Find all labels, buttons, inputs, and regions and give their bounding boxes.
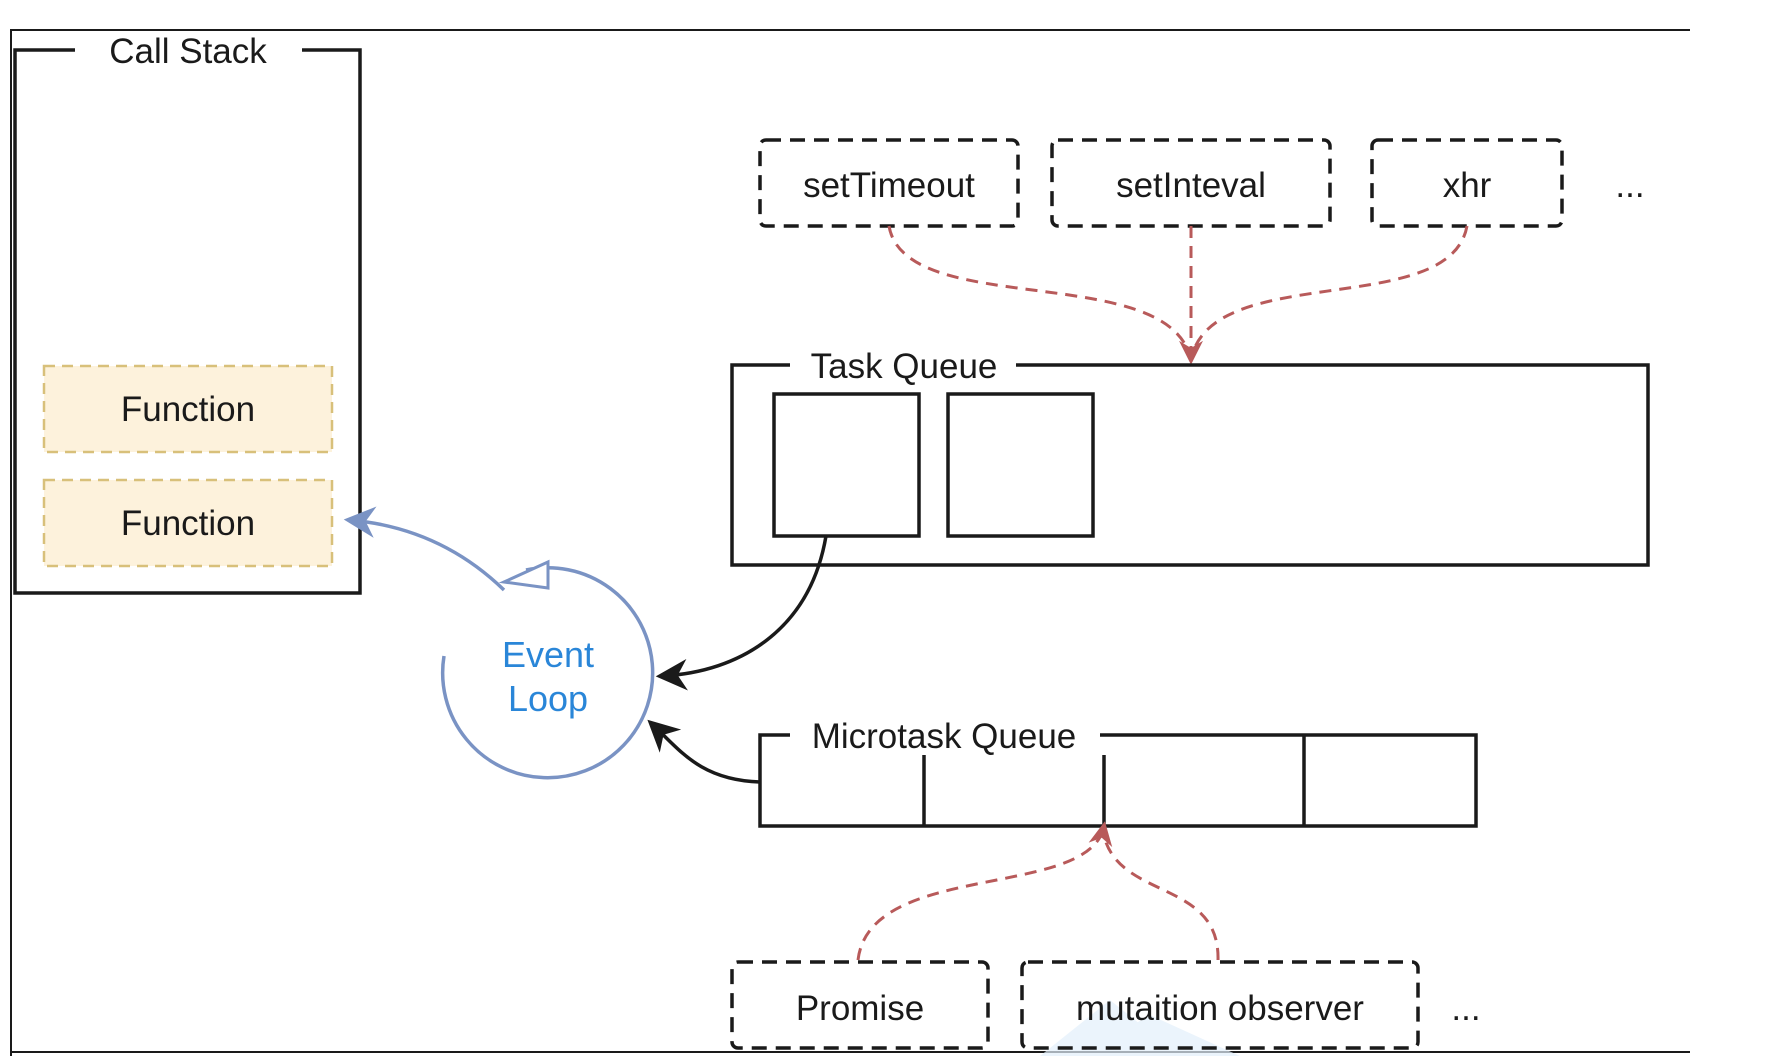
call-stack-box	[13, 48, 362, 595]
call-stack: Call Stack Function Function	[13, 32, 362, 595]
event-loop-circle	[440, 566, 655, 780]
stack-frame	[42, 478, 334, 568]
task-source-label: xhr	[1443, 166, 1492, 205]
microtask-source-arrow	[856, 821, 1113, 961]
microtask-source-label: mutaition observer	[1076, 989, 1364, 1028]
microtask-queue-box	[758, 733, 1478, 828]
event-loop-label-line2: Loop	[508, 678, 588, 719]
watermark-shape	[1040, 1000, 1240, 1056]
event-loop: Event Loop	[343, 506, 655, 780]
task-source-box	[1370, 138, 1564, 228]
task-sources: setTimeout setInteval xhr ...	[758, 138, 1645, 228]
event-loop-cycle-arrowhead	[498, 559, 550, 590]
microtask-source-box	[730, 960, 990, 1050]
microtask-to-event-loop-arrow	[647, 719, 761, 784]
task-source-label: setTimeout	[803, 166, 975, 205]
task-queue-slot	[772, 392, 921, 538]
task-source-label: setInteval	[1116, 166, 1266, 205]
microtask-source-arrows	[856, 821, 1220, 961]
task-queue: Task Queue	[730, 347, 1650, 567]
stack-frame-label: Function	[121, 390, 255, 429]
microtask-source-box	[1020, 960, 1420, 1050]
task-source-arrow	[887, 225, 1193, 361]
microtask-source-label: Promise	[796, 989, 924, 1028]
stack-frame	[42, 364, 334, 454]
task-queue-box	[730, 363, 1650, 567]
event-loop-label-line1: Event	[502, 634, 594, 675]
task-to-event-loop-arrow	[655, 535, 828, 691]
task-queue-slot	[946, 392, 1095, 538]
microtask-sources: Promise mutaition observer ...	[730, 960, 1481, 1050]
event-loop-to-stack-arrow	[343, 506, 506, 592]
stack-frame-label: Function	[121, 504, 255, 543]
task-sources-ellipsis: ...	[1615, 166, 1644, 205]
task-source-arrow	[1189, 225, 1469, 361]
microtask-sources-ellipsis: ...	[1451, 989, 1480, 1028]
microtask-queue: Microtask Queue	[758, 717, 1478, 828]
microtask-source-arrow	[1102, 835, 1220, 961]
task-queue-title: Task Queue	[811, 347, 998, 386]
task-source-arrows	[887, 225, 1469, 365]
call-stack-title: Call Stack	[109, 32, 267, 71]
microtask-queue-title: Microtask Queue	[812, 717, 1077, 756]
